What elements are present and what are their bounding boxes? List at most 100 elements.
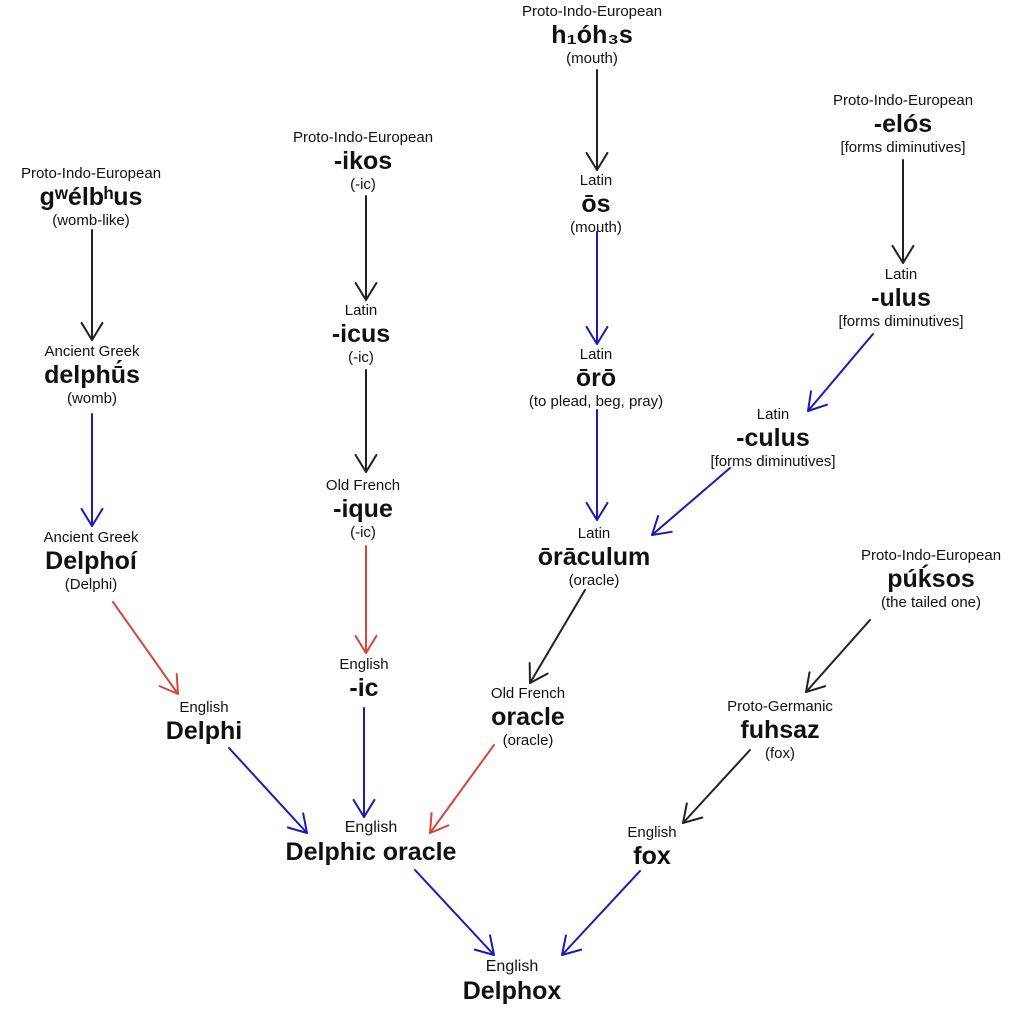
edge-line xyxy=(112,601,179,695)
node-oraculum-gloss: (oracle) xyxy=(568,572,620,590)
node-icus-language: Latin xyxy=(344,302,378,319)
node-culus: Latin -culus [forms diminutives] xyxy=(710,406,835,471)
node-puksos: Proto-Indo-European púḱsos (the tailed o… xyxy=(861,547,1001,612)
arrowhead-icon xyxy=(807,390,828,412)
arrowhead-icon xyxy=(286,812,308,834)
node-oro: Latin ōrō (to plead, beg, pray) xyxy=(529,346,663,411)
node-elos-gloss: [forms diminutives] xyxy=(840,139,966,157)
edge-icus-to-ique xyxy=(354,369,378,473)
node-icus-gloss: (-ic) xyxy=(348,349,374,367)
edge-puksos-to-fuhsaz xyxy=(805,619,871,693)
edge-delphi-to-delphic_oracle xyxy=(228,747,308,834)
edge-gwelbhus-to-delphus xyxy=(80,229,104,341)
node-oraculum-language: Latin xyxy=(577,525,611,542)
node-delphoi-word: Delphoí xyxy=(45,546,137,575)
node-delphox: English Delphox xyxy=(463,958,562,1006)
node-elos-language: Proto-Indo-European xyxy=(832,92,974,109)
node-h1oh3s-word: h₁óh₃s xyxy=(551,20,633,49)
node-delphi: English Delphi xyxy=(166,699,242,746)
node-oraculum: Latin ōrāculum (oracle) xyxy=(538,525,651,590)
node-fuhsaz-word: fuhsaz xyxy=(740,715,820,744)
edge-h1oh3s-to-os xyxy=(585,69,609,171)
node-ulus-language: Latin xyxy=(884,266,918,283)
node-elos: Proto-Indo-European -elós [forms diminut… xyxy=(833,92,973,157)
edge-oracle_fr-to-delphic_oracle xyxy=(429,744,495,834)
node-ic: English -ic xyxy=(339,656,388,703)
node-delphi-language: English xyxy=(179,699,229,716)
edge-line xyxy=(529,589,586,684)
node-delphi-word: Delphi xyxy=(165,716,243,745)
node-icus-word: -icus xyxy=(331,319,391,348)
node-oracle-fr-gloss: (oracle) xyxy=(502,732,554,750)
node-ulus-word: -ulus xyxy=(871,283,931,312)
node-fuhsaz-language: Proto-Germanic xyxy=(727,698,833,715)
node-os-word: ōs xyxy=(581,189,611,218)
node-gwelbhus-language: Proto-Indo-European xyxy=(20,165,162,182)
arrowhead-icon xyxy=(473,934,495,956)
node-ique: Old French -ique (-ic) xyxy=(326,477,400,542)
node-fuhsaz: Proto-Germanic fuhsaz (fox) xyxy=(727,698,833,763)
node-os-gloss: (mouth) xyxy=(570,219,622,237)
node-h1oh3s: Proto-Indo-European h₁óh₃s (mouth) xyxy=(522,3,662,68)
arrowhead-icon xyxy=(354,634,378,654)
node-delphoi: Ancient Greek Delphoí (Delphi) xyxy=(43,529,138,594)
arrowhead-icon xyxy=(158,673,179,695)
node-ikos-language: Proto-Indo-European xyxy=(292,129,434,146)
edge-ique-to-ic xyxy=(354,545,378,654)
edge-oro-to-oraculum xyxy=(585,409,609,521)
node-ique-language: Old French xyxy=(325,477,401,494)
node-gwelbhus: Proto-Indo-European gʷélbʰus (womb-like) xyxy=(21,165,161,230)
arrowhead-icon xyxy=(585,325,609,345)
arrowhead-icon xyxy=(80,507,104,527)
edge-ikos-to-icus xyxy=(354,195,378,301)
arrowhead-icon xyxy=(891,244,915,264)
edge-line xyxy=(805,619,871,693)
node-oracle-fr: Old French oracle (oracle) xyxy=(491,685,565,750)
node-fox-language: English xyxy=(627,824,677,841)
edge-line xyxy=(429,744,495,834)
node-ic-language: English xyxy=(339,656,389,673)
node-fox-word: fox xyxy=(633,841,671,870)
node-delphic-oracle: English Delphic oracle xyxy=(286,819,457,867)
node-culus-language: Latin xyxy=(756,406,790,423)
edge-delphus-to-delphoi xyxy=(80,413,104,527)
node-oro-word: ōrō xyxy=(575,363,617,392)
node-delphus-gloss: (womb) xyxy=(66,390,117,408)
node-ikos: Proto-Indo-European -ikos (-ic) xyxy=(293,129,433,194)
edge-ulus-to-culus xyxy=(807,333,874,412)
node-delphic-oracle-language: English xyxy=(344,819,398,836)
edge-elos-to-ulus xyxy=(891,159,915,264)
arrowhead-icon xyxy=(354,281,378,301)
arrowhead-icon xyxy=(805,671,827,693)
node-puksos-language: Proto-Indo-European xyxy=(860,547,1002,564)
arrowhead-icon xyxy=(528,662,549,684)
node-ique-word: -ique xyxy=(333,494,393,523)
node-oro-gloss: (to plead, beg, pray) xyxy=(528,393,664,411)
node-gwelbhus-gloss: (womb-like) xyxy=(52,212,130,230)
edge-delphoi-to-delphi xyxy=(112,601,179,695)
node-delphoi-gloss: (Delphi) xyxy=(64,576,118,594)
node-ulus: Latin -ulus [forms diminutives] xyxy=(838,266,963,331)
node-delphox-language: English xyxy=(485,958,539,975)
edge-culus-to-oraculum xyxy=(651,467,731,536)
arrowhead-icon xyxy=(352,798,376,818)
node-os-language: Latin xyxy=(579,172,613,189)
edge-line xyxy=(228,747,308,834)
node-culus-word: -culus xyxy=(736,423,810,452)
arrowhead-icon xyxy=(682,802,704,824)
node-puksos-word: púḱsos xyxy=(887,564,975,593)
node-ique-gloss: (-ic) xyxy=(350,524,376,542)
node-h1oh3s-gloss: (mouth) xyxy=(566,50,618,68)
node-oracle-fr-language: Old French xyxy=(490,685,566,702)
node-h1oh3s-language: Proto-Indo-European xyxy=(521,3,663,20)
node-delphus: Ancient Greek delphū́s (womb) xyxy=(44,343,140,408)
node-delphus-language: Ancient Greek xyxy=(44,343,140,360)
node-delphox-word: Delphox xyxy=(462,976,562,1005)
node-elos-word: -elós xyxy=(873,109,933,138)
edge-os-to-oro xyxy=(585,231,609,345)
node-delphoi-language: Ancient Greek xyxy=(43,529,139,546)
edge-line xyxy=(414,869,495,956)
node-oracle-fr-word: oracle xyxy=(491,702,565,731)
